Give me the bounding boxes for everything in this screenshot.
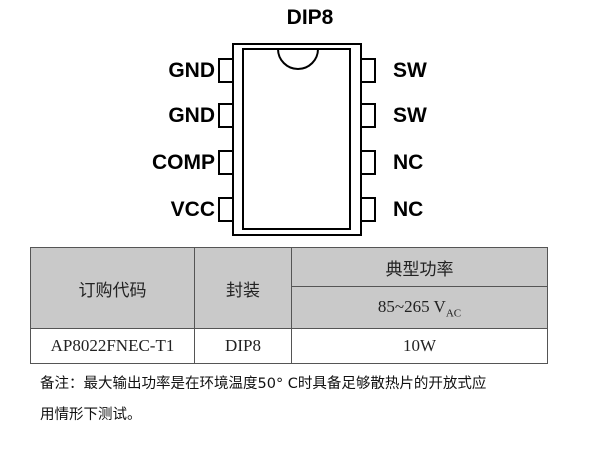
cell-power: 10W xyxy=(291,328,548,364)
header-typical-power: 典型功率 xyxy=(291,246,548,288)
package-title: DIP8 xyxy=(286,6,334,29)
voltage-range-text: 85~265 V xyxy=(377,296,446,316)
pin-label-6: NC xyxy=(393,151,424,174)
note-line-2: 用情形下测试。 xyxy=(40,407,142,423)
pin-4 xyxy=(218,197,234,222)
pin-7 xyxy=(360,103,376,128)
pin1-notch xyxy=(277,48,319,70)
pin-8 xyxy=(360,58,376,83)
pin-label-2: GND xyxy=(168,104,215,127)
pin-label-7: SW xyxy=(393,104,427,127)
spec-table: 订购代码 封装 典型功率 85~265 VAC AP8022FNEC-T1 DI… xyxy=(30,246,548,364)
note-line-1: 备注：最大输出功率是在环境温度50° C时具备足够散热片的开放式应 xyxy=(40,376,487,392)
pinout-diagram: DIP8 GND GND COMP VCC SW SW NC NC xyxy=(152,6,427,236)
pin-5 xyxy=(360,197,376,222)
pin-1 xyxy=(218,58,234,83)
table-header-row: 订购代码 封装 典型功率 xyxy=(30,246,548,329)
pin-label-5: NC xyxy=(393,198,424,221)
pin-2 xyxy=(218,103,234,128)
cell-package: DIP8 xyxy=(194,328,292,364)
pin-3 xyxy=(218,150,234,175)
pin-label-3: COMP xyxy=(152,151,215,174)
header-package: 封装 xyxy=(194,247,292,329)
chip-body-inner xyxy=(242,48,351,230)
pin-label-8: SW xyxy=(393,59,427,82)
table-row: AP8022FNEC-T1 DIP8 10W xyxy=(30,328,548,364)
chip-outline xyxy=(218,43,376,236)
cell-order-code: AP8022FNEC-T1 xyxy=(30,328,195,364)
header-voltage-range: 85~265 VAC xyxy=(291,286,548,329)
header-order-code: 订购代码 xyxy=(30,247,195,329)
table-subheader-row: 85~265 VAC xyxy=(31,286,548,329)
pin-label-4: VCC xyxy=(170,198,215,221)
pin-label-1: GND xyxy=(168,59,215,82)
voltage-ac-subscript: AC xyxy=(445,306,462,319)
pin-6 xyxy=(360,150,376,175)
